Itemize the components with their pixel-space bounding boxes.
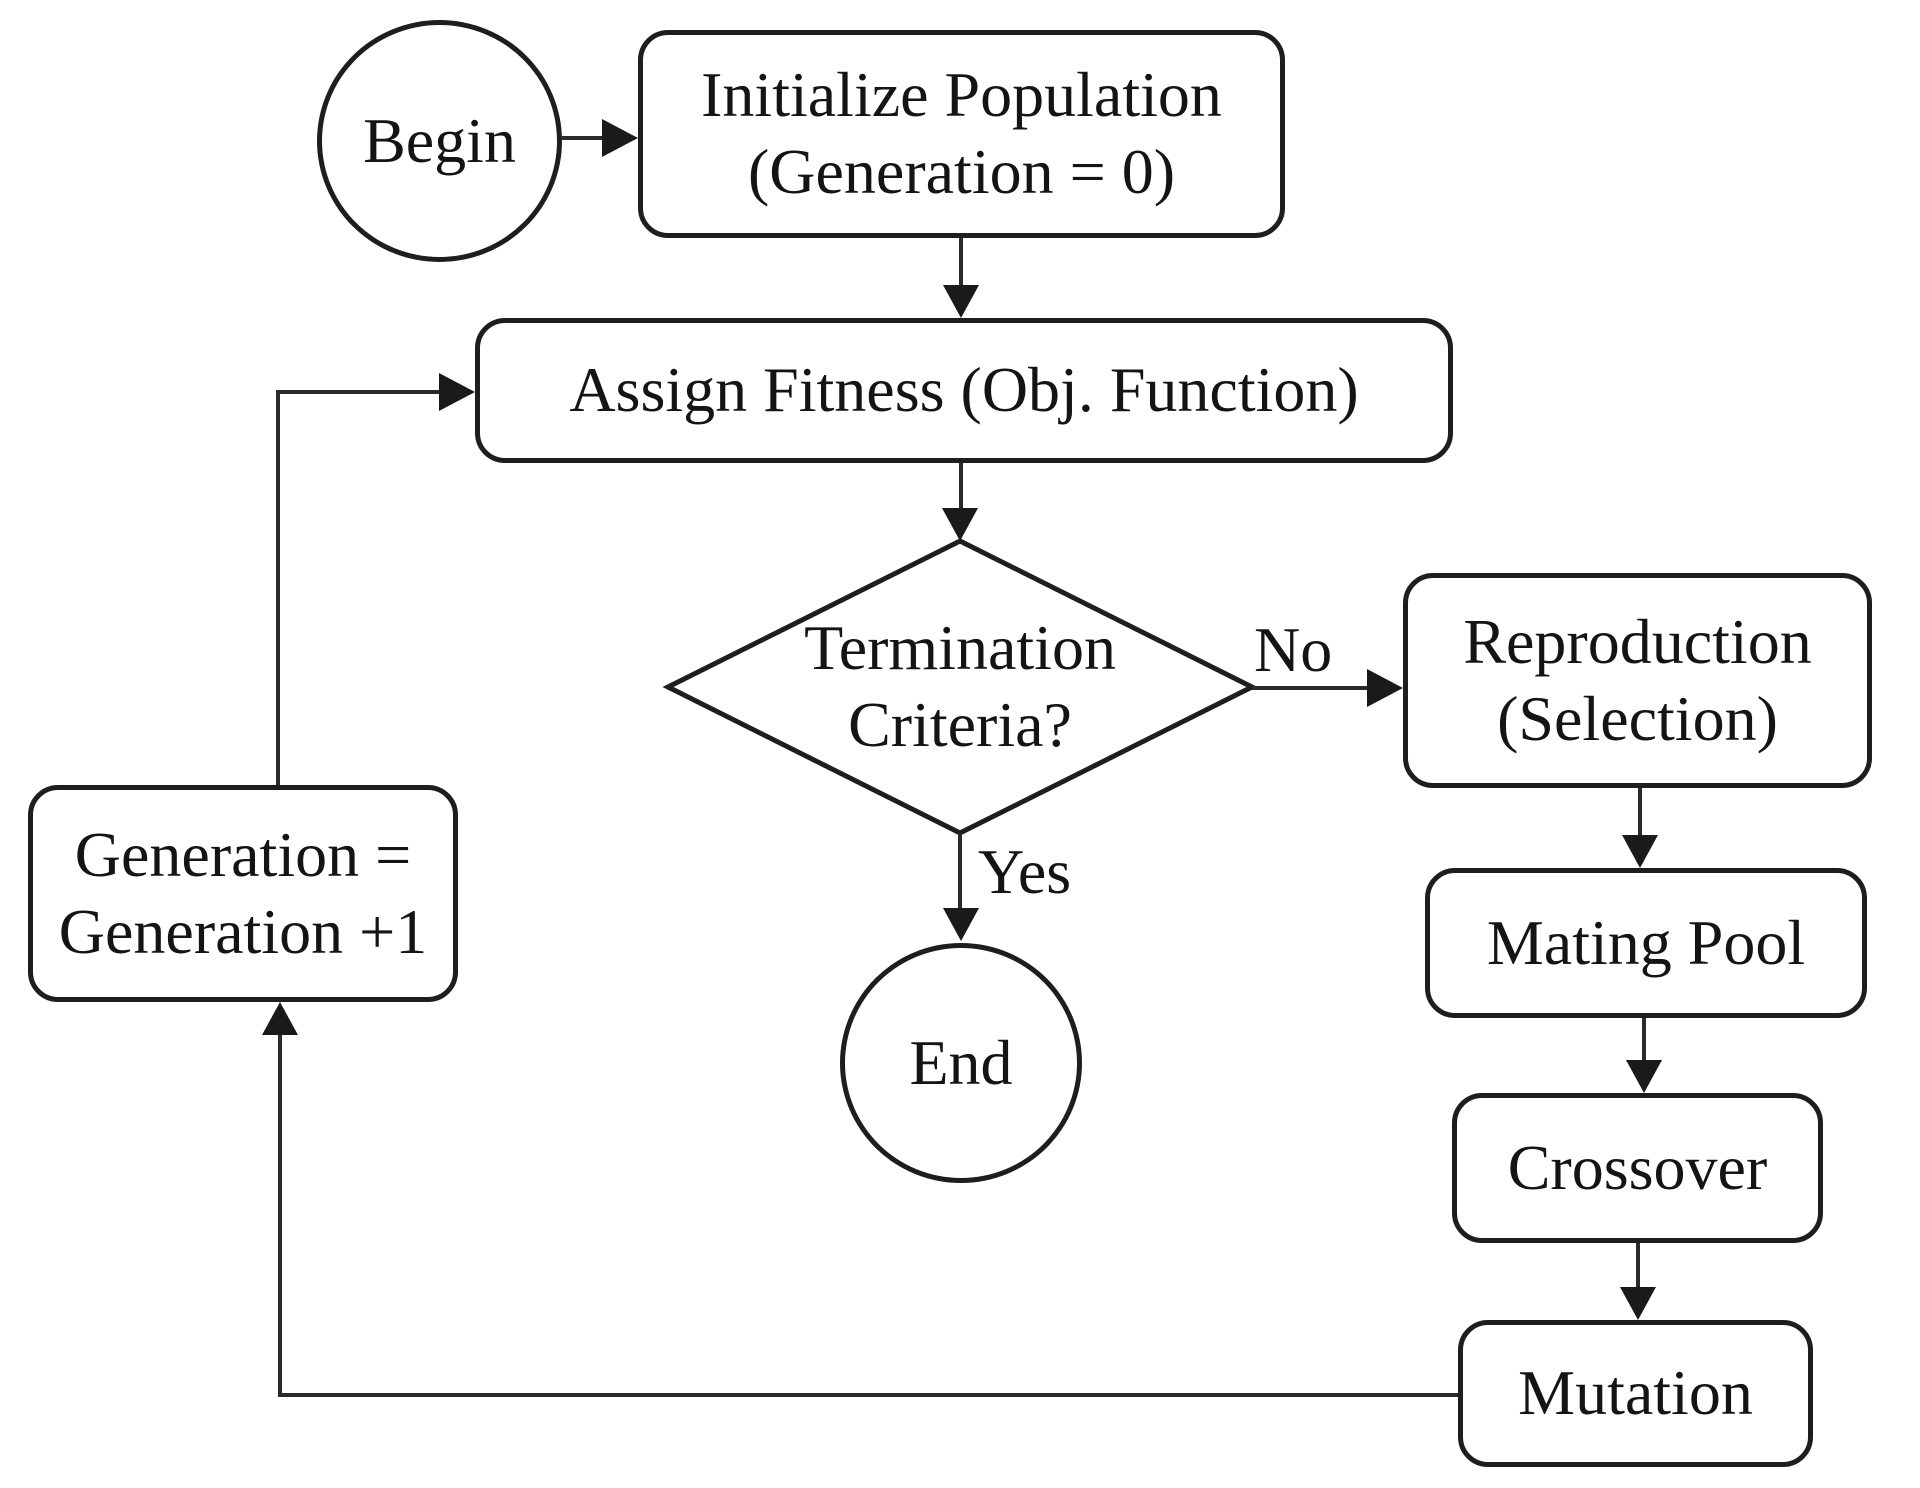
generation-increment-node: Generation = Generation +1 xyxy=(28,785,458,1002)
arrowhead-initialize-to-assign-fitness xyxy=(943,285,979,318)
termination-criteria-decision: Termination Criteria? xyxy=(804,612,1116,760)
edge-generation-increment-to-assign-fitness xyxy=(276,390,440,785)
arrowhead-crossover-to-mutation xyxy=(1620,1287,1656,1320)
arrowhead-begin-to-initialize xyxy=(602,119,638,157)
arrowhead-yes-to-end xyxy=(943,908,979,941)
arrowhead-loop-to-assign-fitness xyxy=(439,373,475,411)
mating-pool-node: Mating Pool xyxy=(1425,868,1867,1018)
reproduction-selection-node: Reproduction (Selection) xyxy=(1403,573,1872,788)
begin-node: Begin xyxy=(317,20,562,262)
edge-label-no: No xyxy=(1254,614,1333,685)
mutation-node: Mutation xyxy=(1458,1320,1813,1467)
arrowhead-reproduction-to-mating-pool xyxy=(1622,835,1658,868)
arrowhead-loop-to-generation-increment xyxy=(262,1002,298,1035)
edge-label-yes: Yes xyxy=(978,836,1072,907)
arrowhead-assign-fitness-to-termination xyxy=(942,508,978,541)
crossover-node: Crossover xyxy=(1452,1093,1823,1243)
end-node: End xyxy=(840,943,1082,1183)
arrowhead-no-to-reproduction xyxy=(1367,669,1403,707)
assign-fitness-node: Assign Fitness (Obj. Function) xyxy=(475,318,1453,463)
arrowhead-mating-pool-to-crossover xyxy=(1626,1060,1662,1093)
initialize-population-node: Initialize Population (Generation = 0) xyxy=(638,30,1285,238)
